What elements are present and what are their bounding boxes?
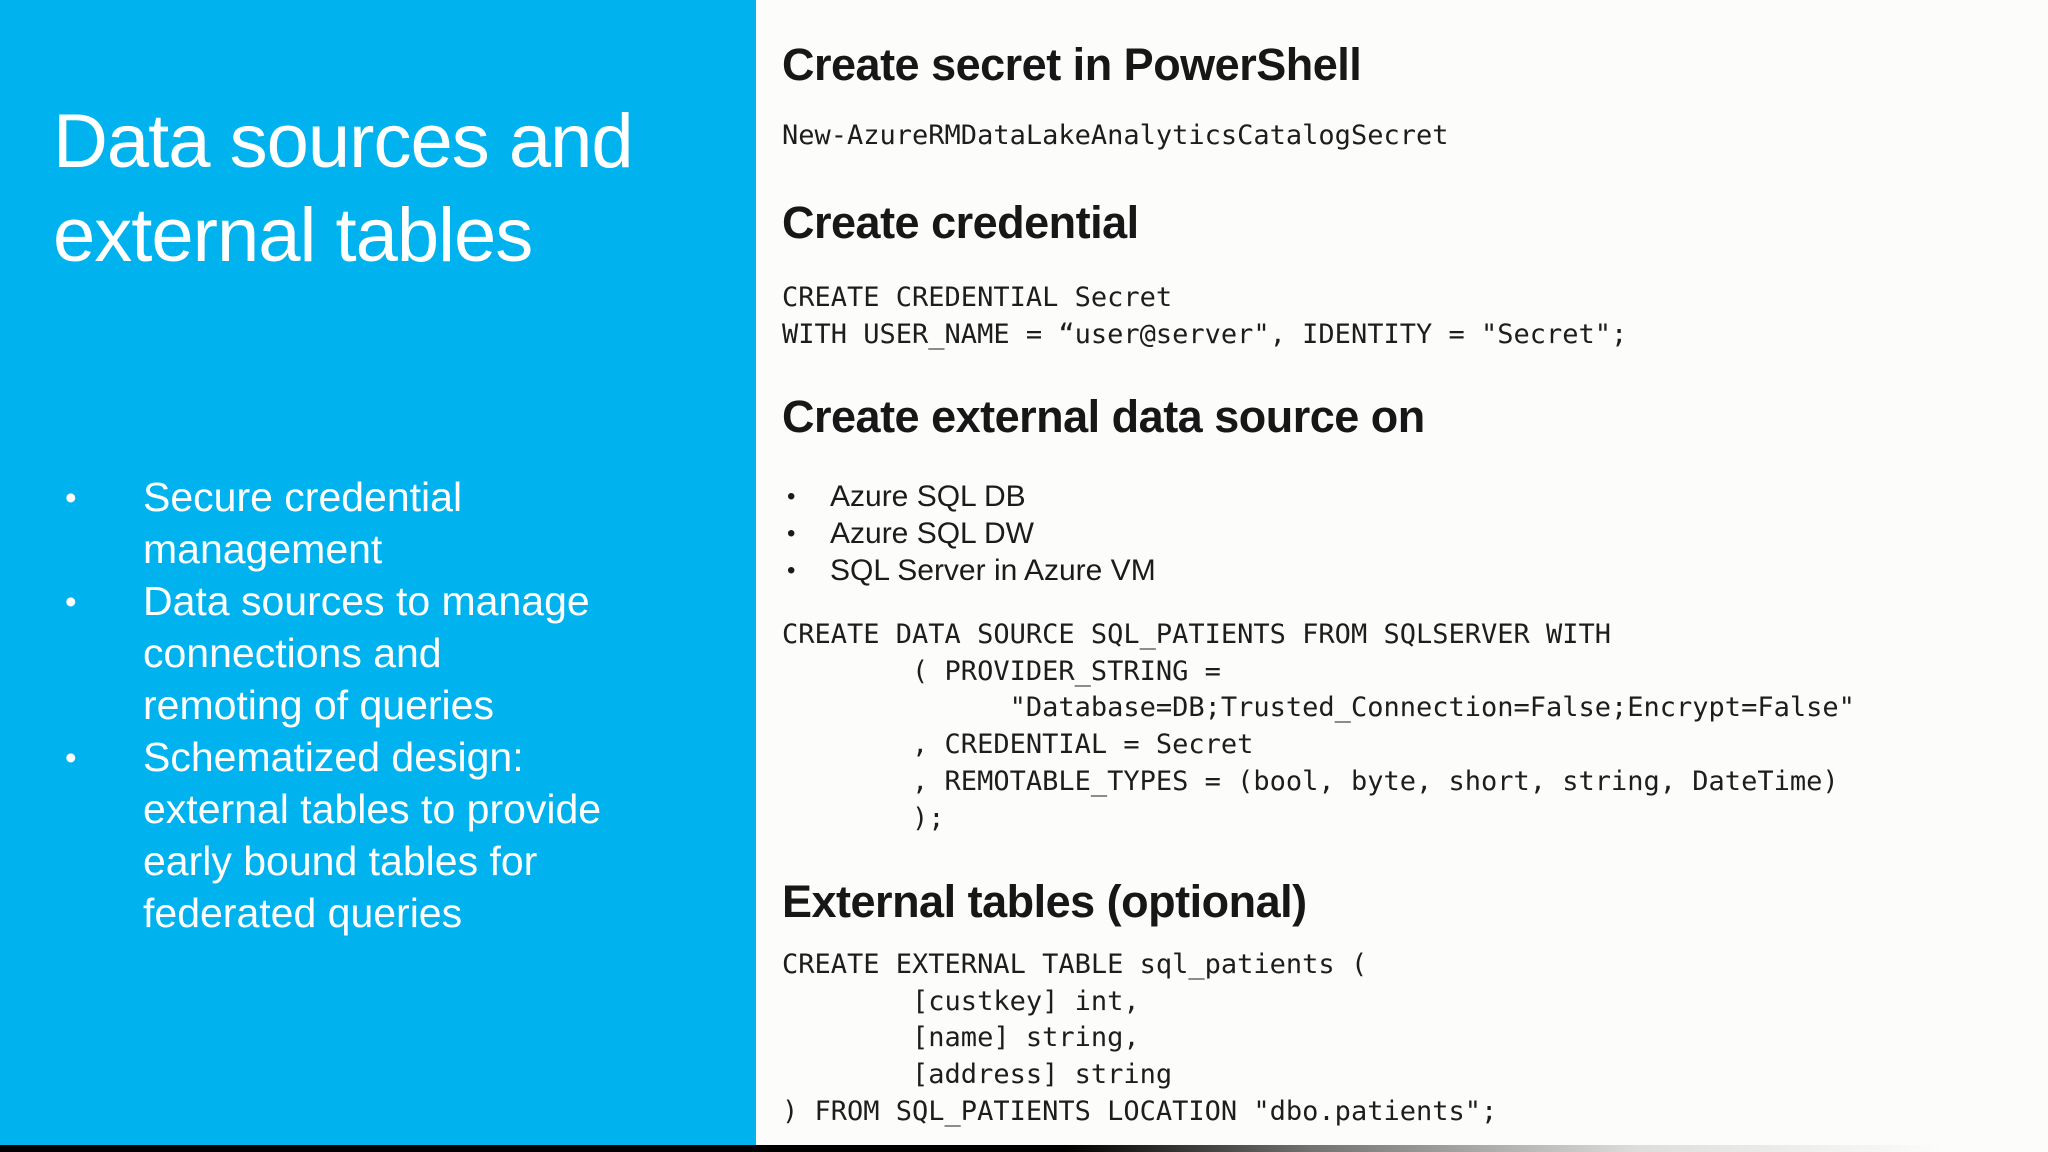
bullet-item: • Secure credential management bbox=[65, 471, 601, 575]
bullet-dot-icon: • bbox=[65, 583, 77, 620]
bullet-dot-icon: • bbox=[65, 479, 77, 516]
list-item: • Azure SQL DW bbox=[787, 515, 1156, 552]
bullet-item: • Data sources to manage connections and… bbox=[65, 575, 601, 731]
bullet-item: • Schematized design: external tables to… bbox=[65, 731, 602, 939]
code-block-create-external-table: CREATE EXTERNAL TABLE sql_patients ( [cu… bbox=[782, 949, 1498, 1127]
bullet-dot-icon: • bbox=[787, 557, 796, 584]
bullet-text: Data sources to manage connections and r… bbox=[143, 578, 590, 728]
code-block-create-credential: CREATE CREDENTIAL Secret WITH USER_NAME … bbox=[782, 282, 1628, 350]
bottom-letterbox-bar bbox=[0, 1145, 2048, 1152]
bullet-text: Schematized design: external tables to p… bbox=[143, 734, 602, 936]
section-heading-external-tables: External tables (optional) bbox=[782, 876, 1307, 927]
sql-target-list: • Azure SQL DB • Azure SQL DW • SQL Serv… bbox=[787, 478, 1156, 589]
section-heading-create-secret: Create secret in PowerShell bbox=[782, 39, 1362, 90]
code-block-create-data-source: CREATE DATA SOURCE SQL_PATIENTS FROM SQL… bbox=[782, 619, 1855, 834]
section-heading-create-credential: Create credential bbox=[782, 197, 1139, 248]
list-item-text: Azure SQL DB bbox=[830, 480, 1026, 513]
title-panel: Data sources and external tables • Secur… bbox=[0, 0, 756, 1152]
bullet-dot-icon: • bbox=[787, 483, 796, 510]
section-heading-external-data-source: Create external data source on bbox=[782, 391, 1425, 442]
bullet-dot-icon: • bbox=[787, 520, 796, 547]
slide-title: Data sources and external tables bbox=[53, 99, 634, 278]
list-item: • Azure SQL DB bbox=[787, 478, 1156, 515]
bullet-dot-icon: • bbox=[65, 739, 77, 776]
title-bullet-list: • Secure credential management • Data so… bbox=[65, 471, 602, 939]
list-item-text: Azure SQL DW bbox=[830, 517, 1034, 550]
content-panel: Create secret in PowerShell New-AzureRMD… bbox=[756, 0, 2048, 1152]
list-item-text: SQL Server in Azure VM bbox=[830, 554, 1156, 587]
code-block-powershell-secret: New-AzureRMDataLakeAnalyticsCatalogSecre… bbox=[782, 120, 1449, 151]
list-item: • SQL Server in Azure VM bbox=[787, 552, 1156, 589]
bullet-text: Secure credential management bbox=[143, 474, 463, 572]
